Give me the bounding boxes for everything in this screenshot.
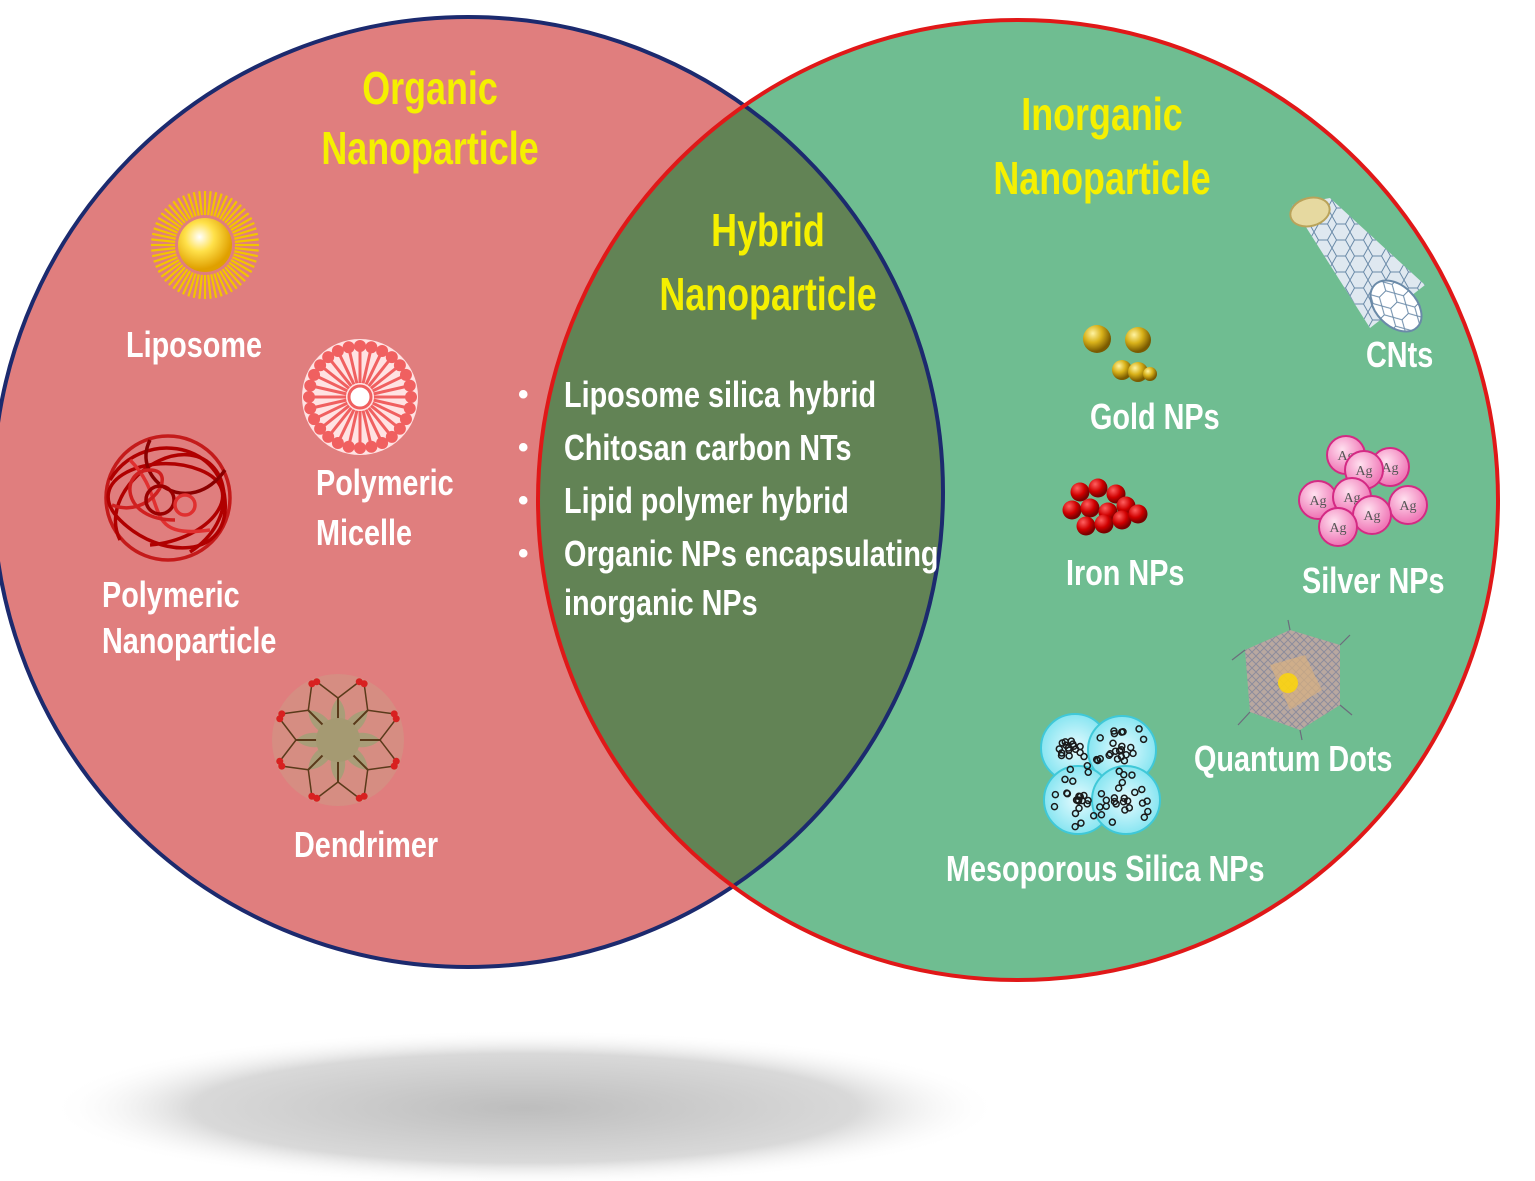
gold-nps-label: Gold NPs [1090,396,1220,437]
svg-text:Ag: Ag [1399,499,1416,514]
hybrid-bullet-continuation-text: inorganic NPs [564,582,758,623]
hybrid-bullet-list: • Liposome silica hybrid • Chitosan carbon… [512,368,1032,626]
polymeric-micelle-label: Polymeric Micelle [316,464,454,552]
quantum-dots-label: Quantum Dots [1194,738,1393,779]
polymeric-micelle-line2: Micelle [316,511,413,553]
hybrid-bullet-text: Liposome silica hybrid [564,374,877,415]
polymeric-np-line2: Nanoparticle [102,619,277,661]
polymeric-micelle-line1: Polymeric [316,462,454,503]
hybrid-title-line2: Nanoparticle [659,268,877,321]
quantum-dots-icon [1231,619,1353,741]
inorganic-title-line1: Inorganic [1021,88,1183,140]
svg-text:Ag: Ag [1309,494,1326,509]
gold-nps-icon [1083,325,1157,382]
hybrid-bullet-continuation: inorganic NPs [512,580,1032,626]
svg-text:Ag: Ag [1343,491,1360,506]
hybrid-title: Hybrid Nanoparticle [651,206,885,319]
cnts-label: CNts [1366,334,1434,375]
organic-title-line1: Organic [362,62,498,114]
hybrid-title-line1: Hybrid [711,204,825,256]
bullet-icon: • [518,484,529,517]
polymeric-nanoparticle-icon [104,434,232,562]
iron-nps-icon [1062,478,1148,536]
hybrid-overlap [538,20,943,967]
dendrimer-label: Dendrimer [294,824,439,865]
hybrid-bullet-item: • Lipid polymer hybrid [512,474,1032,527]
polymeric-np-line1: Polymeric [102,574,240,615]
hybrid-bullet-item: • Chitosan carbon NTs [512,421,1032,474]
organic-title: Organic Nanoparticle [313,64,547,173]
organic-title-line2: Nanoparticle [321,122,539,175]
iron-nps-label: Iron NPs [1066,552,1185,593]
hybrid-bullet-item: • Liposome silica hybrid [512,368,1032,421]
bullet-icon: • [518,537,529,570]
cnts-icon [1289,196,1425,333]
inorganic-title-line2: Nanoparticle [993,152,1211,205]
svg-text:Ag: Ag [1329,521,1346,536]
organic-circle-outline [0,15,945,969]
bullet-icon: • [518,378,529,411]
svg-text:Ag: Ag [1355,464,1372,479]
liposome-label: Liposome [126,324,263,365]
hybrid-bullet-text: Chitosan carbon NTs [564,427,852,468]
polymeric-nanoparticle-label: Polymeric Nanoparticle [102,576,276,660]
inorganic-title: Inorganic Nanoparticle [985,90,1219,203]
mesoporous-silica-icon [1040,713,1161,835]
liposome-icon [151,191,259,299]
hybrid-bullet-text: Organic NPs encapsulating [564,533,939,574]
floor-shadow [50,1030,1000,1181]
hybrid-bullet-item: • Organic NPs encapsulating [512,527,1032,580]
silver-nps-label: Silver NPs [1302,560,1445,601]
mesoporous-silica-label: Mesoporous Silica NPs [946,848,1265,889]
svg-text:Ag: Ag [1363,509,1380,524]
dendrimer-icon [272,674,404,806]
bullet-icon: • [518,431,529,464]
inorganic-circle-outline [536,18,1500,982]
hybrid-bullet-text: Lipid polymer hybrid [564,480,849,521]
polymeric-micelle-icon [302,339,418,455]
svg-text:Ag: Ag [1381,461,1398,476]
